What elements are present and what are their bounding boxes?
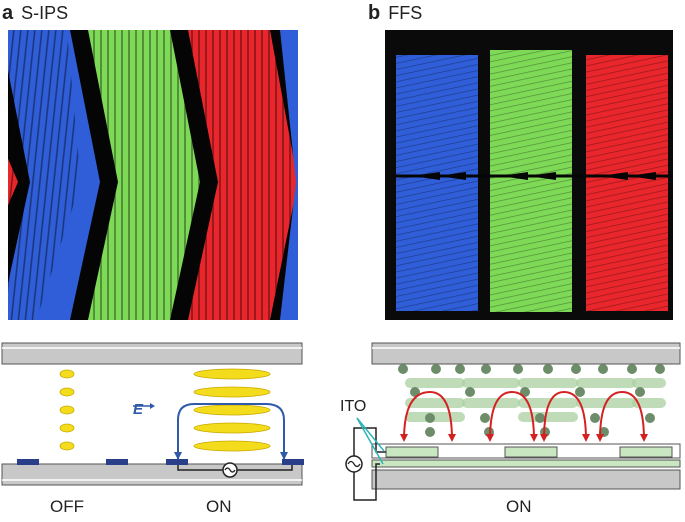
panel-b-mode: FFS	[388, 3, 423, 23]
ffs-pixel-electrode	[619, 446, 673, 458]
panel-b-letter: b	[368, 2, 381, 24]
sips-on-label: ON	[206, 497, 232, 516]
ito-label: ITO	[340, 398, 367, 415]
sips-bottom-substrate	[1, 463, 303, 486]
panel-b-title: b FFS	[368, 2, 422, 25]
ffs-pixel-electrode	[504, 446, 558, 458]
panel-a-mode: S-IPS	[21, 3, 69, 23]
sips-electrode	[106, 459, 128, 465]
ffs-pixel-electrode	[385, 446, 439, 458]
ffs-top-substrate	[371, 342, 681, 365]
ffs-common-electrode	[371, 459, 681, 468]
sips-off-label: OFF	[50, 497, 84, 516]
lc-molecules-off	[59, 369, 75, 451]
ffs-on-label: ON	[506, 497, 532, 516]
panel-a-letter: a	[2, 2, 14, 24]
fringe-field-arrows	[403, 390, 645, 441]
lc-molecules-on	[193, 368, 271, 452]
sips-cell-schematic	[1, 342, 304, 486]
ffs-cell-schematic	[345, 342, 681, 501]
field-line	[177, 403, 285, 459]
ito-pointers	[356, 417, 385, 465]
sips-pixel-photo	[8, 30, 298, 320]
sips-electrode	[166, 459, 188, 465]
panel-a-title: a S-IPS	[2, 2, 68, 25]
electric-field-label: E	[133, 401, 144, 418]
ffs-bottom-substrate	[371, 469, 681, 490]
sips-top-substrate	[1, 342, 303, 365]
sips-electrode	[17, 459, 39, 465]
sips-blue-subpixel-right	[280, 30, 298, 320]
sips-electrode	[282, 459, 304, 465]
ffs-pixel-photo	[385, 30, 673, 320]
